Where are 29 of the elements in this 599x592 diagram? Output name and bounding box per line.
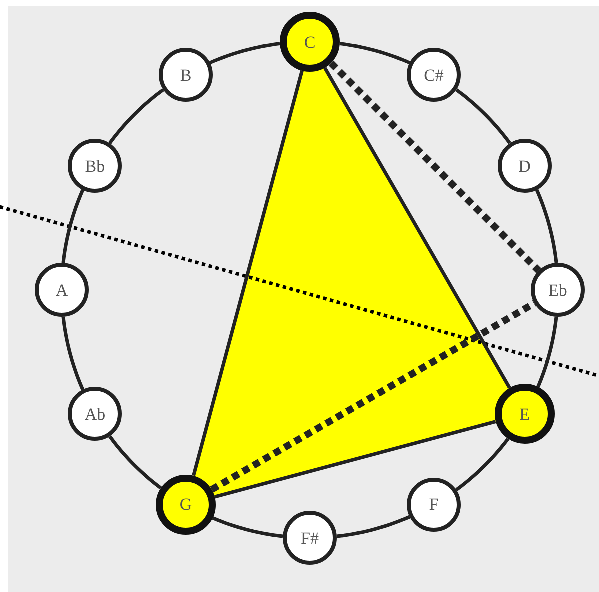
connector-line bbox=[336, 515, 411, 538]
note-name: F bbox=[429, 496, 439, 514]
connector-line bbox=[456, 438, 510, 492]
note-name: Eb bbox=[548, 282, 568, 298]
connector-line bbox=[340, 42, 411, 65]
note-name: C# bbox=[424, 66, 444, 84]
note-name: G bbox=[180, 496, 192, 514]
note-name: D bbox=[518, 158, 531, 174]
connector-line bbox=[323, 67, 512, 389]
connector-line bbox=[456, 88, 512, 144]
dashed-line bbox=[328, 60, 542, 274]
note-name: C bbox=[304, 34, 316, 50]
connector-line bbox=[536, 316, 558, 388]
connector-line bbox=[108, 88, 164, 144]
note-name: Bb bbox=[85, 158, 106, 174]
connector-line bbox=[214, 420, 496, 499]
connector-line bbox=[62, 189, 85, 264]
connector-line bbox=[192, 70, 304, 476]
note-name: F# bbox=[301, 530, 319, 546]
connector-line bbox=[212, 516, 284, 538]
dashed-line bbox=[210, 300, 536, 493]
note-name: E bbox=[520, 406, 530, 422]
connector-line bbox=[535, 189, 558, 264]
connector-line bbox=[209, 42, 280, 65]
note-name: B bbox=[180, 66, 192, 84]
note-name: Ab bbox=[84, 406, 106, 422]
connector-line bbox=[62, 316, 85, 391]
connector-line bbox=[108, 436, 162, 490]
note-name: A bbox=[56, 282, 68, 298]
